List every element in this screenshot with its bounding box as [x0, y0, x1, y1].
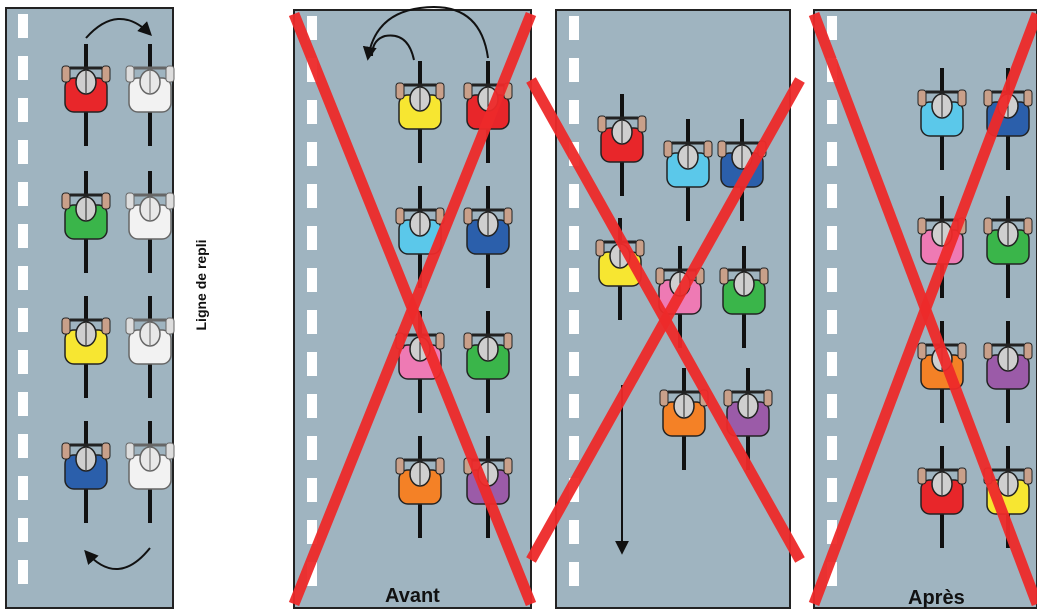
- swing-arrow-long: [362, 6, 489, 61]
- rotation-arrow-top: [85, 18, 152, 39]
- cyclist-orange: [395, 436, 445, 538]
- cyclist-blue: [463, 186, 513, 288]
- lane-marking: [18, 14, 28, 584]
- fallback-line-label: Ligne de repli: [193, 239, 209, 330]
- cross-out: [288, 11, 537, 607]
- cyclist-cyan: [395, 186, 445, 288]
- cyclist-ghost: [125, 296, 175, 398]
- cyclist-green: [463, 311, 513, 413]
- cyclist-green: [719, 246, 769, 348]
- lane-marking: [307, 16, 317, 586]
- cyclist-red: [917, 446, 967, 548]
- cyclist-ghost: [125, 171, 175, 273]
- cyclist-ghost: [125, 44, 175, 146]
- rotation-arrow-bottom: [84, 547, 151, 570]
- cyclist-ghost: [125, 421, 175, 523]
- panel-paceline: Ligne de repli: [5, 7, 209, 609]
- cyclist-blue: [61, 421, 111, 523]
- cyclist-cyan: [917, 68, 967, 170]
- cyclist-purple: [983, 321, 1033, 423]
- panel-before: Avant: [288, 6, 537, 609]
- cyclist-red: [597, 94, 647, 196]
- panel-caption-after: Après: [908, 587, 965, 609]
- cross-out: [808, 12, 1037, 606]
- cyclist-yellow: [395, 61, 445, 163]
- cyclist-green: [61, 171, 111, 273]
- cross-out: [526, 77, 805, 563]
- cyclist-cyan: [663, 119, 713, 221]
- cyclist-yellow: [61, 296, 111, 398]
- panel-middle: [526, 9, 805, 609]
- cyclist-green: [983, 196, 1033, 298]
- panel-after: Après: [808, 9, 1037, 609]
- panel-caption-before: Avant: [385, 585, 440, 607]
- swing-arrow-short: [371, 34, 415, 61]
- cyclist-red: [61, 44, 111, 146]
